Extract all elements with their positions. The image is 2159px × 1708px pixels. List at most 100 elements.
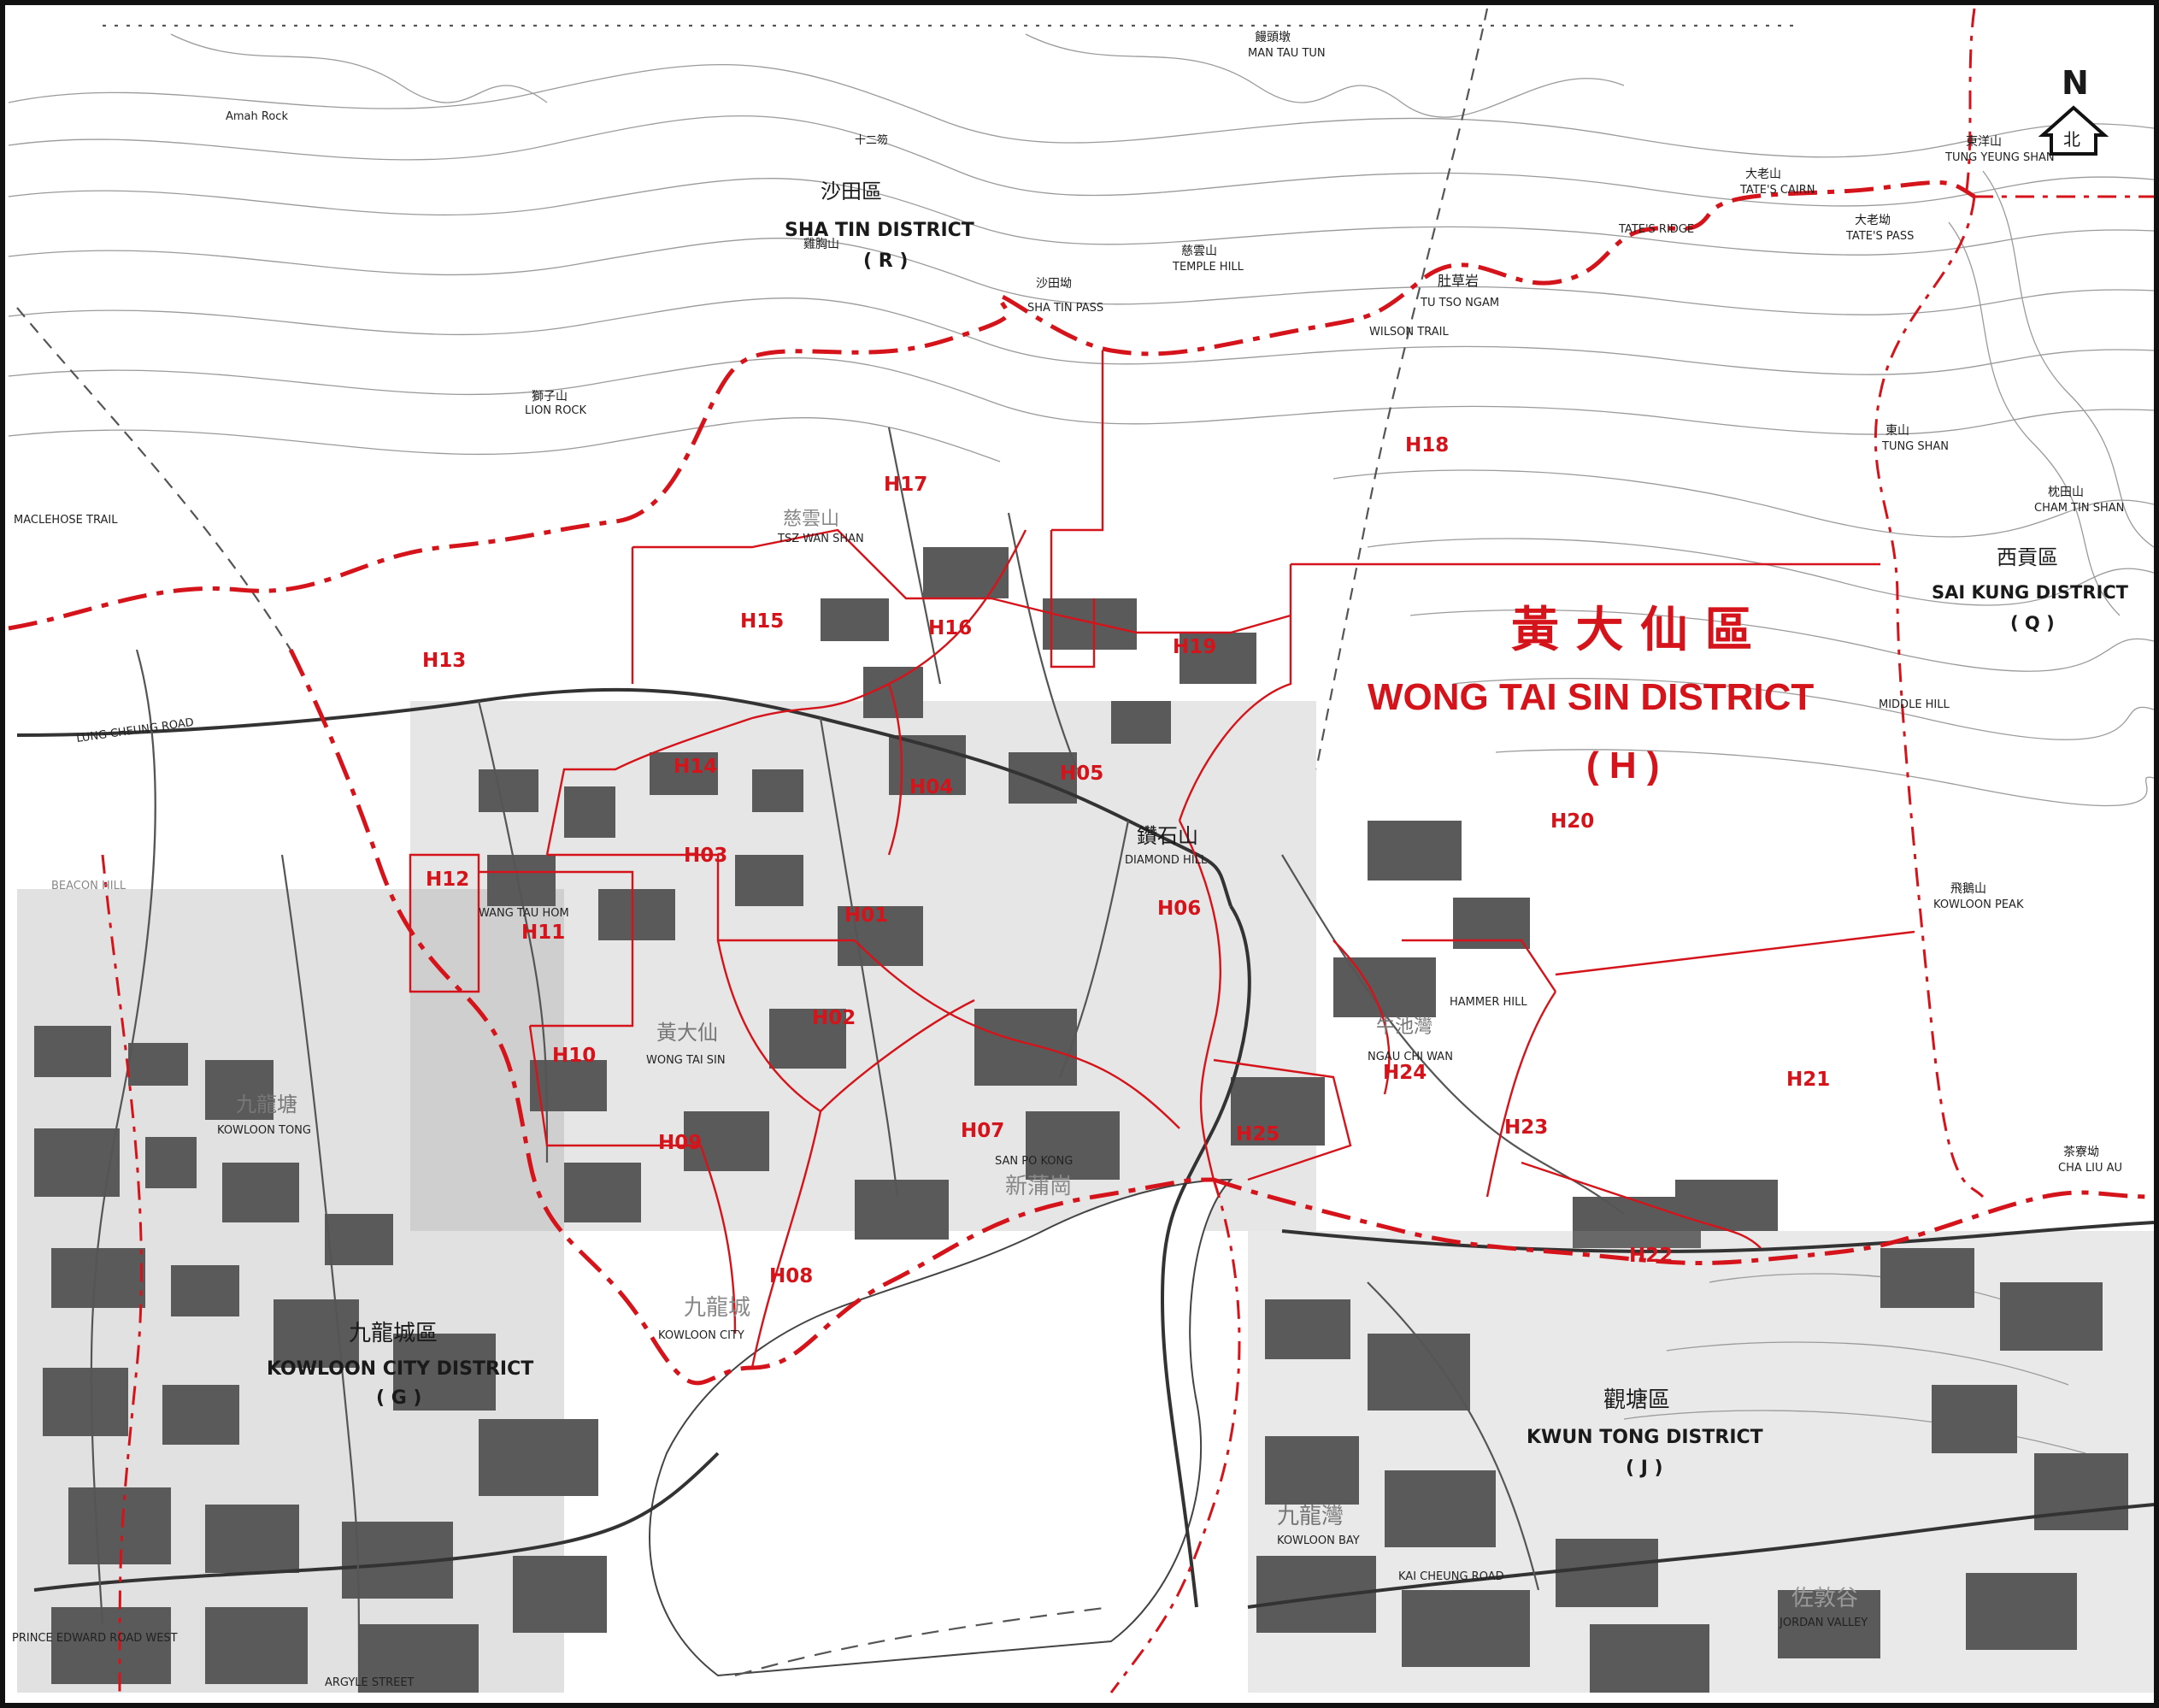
- sha-tin-code: ( R ): [863, 250, 908, 272]
- district-title-zh: 黃 大 仙 區: [1511, 603, 1753, 658]
- dcca-label-h02: H02: [812, 1007, 856, 1029]
- place-cham-tin-shan-en: CHAM TIN SHAN: [2034, 502, 2124, 515]
- road-label-lung-cheung: LUNG CHEUNG ROAD: [75, 716, 194, 745]
- sha-tin-en: SHA TIN DISTRICT: [785, 220, 974, 241]
- place-tates-ridge-en: TATE'S RIDGE: [1618, 223, 1694, 236]
- dcca-label-h21: H21: [1786, 1069, 1830, 1091]
- dcca-label-h09: H09: [658, 1132, 702, 1154]
- place-tates-pass-en: TATE'S PASS: [1845, 230, 1914, 243]
- dcca-label-h23: H23: [1504, 1116, 1548, 1139]
- kwun-tong-code: ( J ): [1626, 1458, 1663, 1479]
- kowloon-city-en: KOWLOON CITY DISTRICT: [267, 1358, 533, 1380]
- place-cham-tin-shan-zh: 枕田山: [2048, 486, 2084, 499]
- place-tsz-wan-shan-en: TSZ WAN SHAN: [777, 533, 864, 545]
- place-tu-tso-ngam-en: TU TSO NGAM: [1420, 297, 1499, 309]
- dcca-label-h01: H01: [844, 904, 888, 927]
- place-temple-hill-en: TEMPLE HILL: [1172, 261, 1244, 274]
- place-kowloon-bay-en: KOWLOON BAY: [1277, 1534, 1360, 1547]
- dcca-label-h12: H12: [426, 869, 469, 891]
- dcca-label-h25: H25: [1236, 1123, 1280, 1146]
- place-cha-liu-au-en: CHA LIU AU: [2058, 1162, 2122, 1175]
- kowloon-city-boundary: [288, 648, 1215, 1386]
- north-arrow-letter: N: [2062, 64, 2089, 102]
- place-kowloon-city-zh: 九龍城: [684, 1295, 750, 1321]
- place-labels: 饅頭墩 MAN TAU TUN 東洋山 TUNG YEUNG SHAN 大老山 …: [51, 30, 2124, 1629]
- kwun-tong-boundary: [1213, 1177, 2155, 1265]
- road-label-maclehose-trail: MACLEHOSE TRAIL: [14, 514, 118, 527]
- north-arrow-icon: [2038, 105, 2109, 156]
- urban-area-kowloon-city: [17, 889, 607, 1693]
- place-man-tau-tun-zh: 饅頭墩: [1255, 30, 1291, 44]
- place-sha-tin-pass-zh: 沙田坳: [1036, 277, 1072, 291]
- dcca-label-h18: H18: [1405, 434, 1449, 456]
- road-label-argyle: ARGYLE STREET: [325, 1676, 415, 1689]
- place-kowloon-peak-en: KOWLOON PEAK: [1933, 898, 2024, 911]
- place-kowloon-bay-zh: 九龍灣: [1277, 1504, 1344, 1529]
- kowloon-city-zh: 九龍城區: [349, 1321, 438, 1346]
- place-diamond-hill-zh: 鑽石山: [1137, 824, 1198, 848]
- dcca-label-h14: H14: [674, 756, 717, 778]
- dcca-label-h17: H17: [884, 474, 927, 496]
- dcca-label-h10: H10: [552, 1045, 596, 1067]
- place-jordan-valley-en: JORDAN VALLEY: [1779, 1617, 1868, 1629]
- dcca-label-h19: H19: [1173, 636, 1216, 658]
- kowloon-city-code: ( G ): [376, 1387, 422, 1409]
- kai-tak-water: [649, 1178, 1233, 1677]
- dcca-label-h07: H07: [961, 1120, 1004, 1142]
- place-lion-rock-en: LION ROCK: [525, 404, 587, 417]
- district-title: 黃 大 仙 區 WONG TAI SIN DISTRICT ( H ): [1368, 603, 1814, 786]
- sai-kung-en: SAI KUNG DISTRICT: [1932, 582, 2129, 603]
- kwun-tong-en: KWUN TONG DISTRICT: [1527, 1427, 1763, 1448]
- place-cha-liu-au-zh: 茶寮坳: [2063, 1145, 2099, 1159]
- dcca-label-h04: H04: [909, 776, 953, 798]
- place-tates-cairn-zh: 大老山: [1745, 168, 1781, 181]
- district-boundaries: [8, 8, 2155, 1693]
- kwun-tong-kai-tak-boundary: [1109, 1179, 1241, 1693]
- place-hammer-hill-en: HAMMER HILL: [1450, 996, 1527, 1009]
- place-ngau-chi-wan-zh: 牛池灣: [1376, 1016, 1432, 1038]
- constituency-boundaries: [409, 350, 1915, 1369]
- dcca-label-h22: H22: [1629, 1245, 1673, 1267]
- dcca-label-h03: H03: [684, 845, 727, 867]
- dcca-label-h05: H05: [1060, 763, 1103, 785]
- place-shap-yi-wat-zh: 十二笏: [855, 133, 888, 147]
- place-tung-yeung-shan-en: TUNG YEUNG SHAN: [1944, 151, 2055, 164]
- kwun-tong-zh: 觀塘區: [1603, 1387, 1670, 1413]
- district-title-en: WONG TAI SIN DISTRICT: [1368, 676, 1814, 718]
- place-lion-rock-zh: 獅子山: [532, 390, 568, 403]
- place-kowloon-tong-en: KOWLOON TONG: [217, 1124, 311, 1137]
- road-label-wilson-trail: WILSON TRAIL: [1369, 326, 1449, 339]
- sai-kung-zh: 西貢區: [1997, 545, 2058, 569]
- place-kowloon-peak-zh: 飛鵝山: [1950, 882, 1986, 896]
- place-san-po-kong-en: SAN PO KONG: [995, 1155, 1073, 1168]
- dcca-label-h08: H08: [769, 1265, 813, 1287]
- sha-tin-zh: 沙田區: [821, 180, 882, 203]
- north-arrow-zh: 北: [2063, 129, 2080, 150]
- place-sha-tin-pass-en: SHA TIN PASS: [1027, 302, 1103, 315]
- place-tates-pass-zh: 大老坳: [1855, 214, 1891, 227]
- place-tu-tso-ngam-zh: 肚草岩: [1438, 273, 1479, 289]
- wong-tai-sin-east-boundary: [1874, 196, 1985, 1199]
- place-unicorn-ridge-zh: 雞胸山: [803, 238, 839, 251]
- dcca-label-h06: H06: [1157, 898, 1201, 920]
- contour-lines: [8, 33, 2155, 1454]
- constituency-labels: H01 H02 H03 H04 H05 H06 H07 H08 H09 H10 …: [422, 434, 1830, 1287]
- road-label-prince-edward: PRINCE EDWARD ROAD WEST: [12, 1632, 178, 1645]
- district-title-code: ( H ): [1586, 745, 1660, 786]
- place-ngau-chi-wan-en: NGAU CHI WAN: [1368, 1051, 1453, 1063]
- place-wong-tai-sin-zh: 黃大仙: [656, 1021, 718, 1045]
- place-beacon-hill-en: BEACON HILL: [51, 880, 126, 892]
- place-tsz-wan-shan-zh: 慈雲山: [783, 509, 839, 530]
- place-diamond-hill-en: DIAMOND HILL: [1125, 854, 1208, 867]
- place-wang-tau-hom-en: WANG TAU HOM: [479, 907, 569, 920]
- dcca-label-h13: H13: [422, 650, 466, 672]
- place-kowloon-tong-zh: 九龍塘: [236, 1093, 297, 1116]
- sai-kung-code: ( Q ): [2010, 613, 2055, 633]
- dcca-label-h11: H11: [521, 922, 565, 944]
- place-man-tau-tun-en: MAN TAU TUN: [1248, 47, 1326, 60]
- neighbour-district-labels: 沙田區 SHA TIN DISTRICT ( R ) 西貢區 SAI KUNG …: [267, 180, 2129, 1479]
- place-wong-tai-sin-en: WONG TAI SIN: [646, 1054, 726, 1067]
- place-temple-hill-zh: 慈雲山: [1181, 244, 1217, 258]
- urban-area-wong-tai-sin: [410, 547, 1778, 1248]
- wong-tai-sin-north-boundary: [8, 180, 1976, 631]
